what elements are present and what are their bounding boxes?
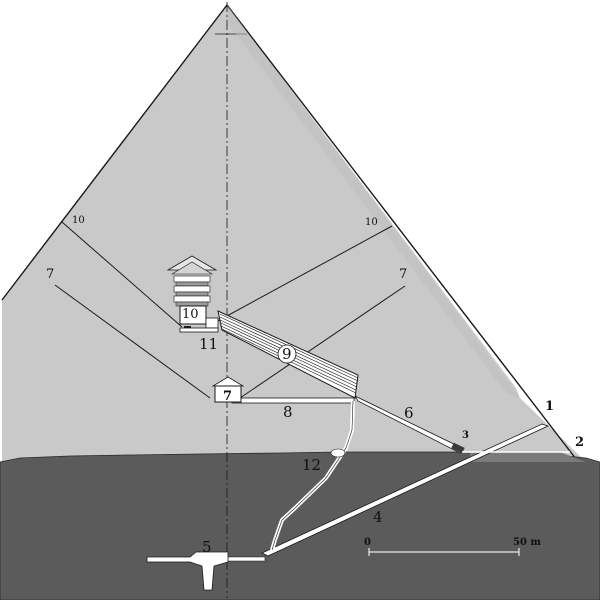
horizontal-passage — [231, 397, 355, 404]
grand-gallery-badge — [277, 344, 297, 364]
well-shaft-outline — [271, 400, 354, 551]
lower-horizontal-passage — [225, 556, 266, 562]
label-well-shaft: 12 — [302, 456, 321, 474]
label-queens-shaft-right: 7 — [399, 267, 407, 282]
relieving-chambers — [166, 255, 218, 307]
label-grand-gallery: 9 — [282, 345, 292, 363]
queens-shaft-left — [54, 284, 211, 399]
label-queens-chamber: 7 — [223, 389, 232, 404]
subterranean-chamber — [146, 551, 229, 591]
scale-bar-start: 0 — [364, 537, 371, 548]
label-ascending-passage: 6 — [404, 404, 414, 422]
label-antechamber: 11 — [199, 335, 218, 353]
bedrock-step — [470, 452, 586, 462]
label-casing-line: 1 — [545, 399, 554, 414]
grotto — [330, 448, 346, 458]
kings-shaft-left — [61, 221, 183, 328]
eroded-face — [227, 5, 520, 398]
ascending-passage — [353, 395, 463, 454]
descending-passage — [261, 423, 550, 557]
label-kings-chamber: 10 — [182, 307, 199, 322]
queens-shaft-right — [239, 285, 406, 399]
label-kings-shaft-right: 10 — [365, 217, 378, 228]
entrance-block — [451, 442, 465, 454]
label-horizontal-passage: 8 — [283, 403, 293, 421]
scale-bar-end: 50 m — [513, 537, 541, 548]
kings-chamber — [179, 305, 207, 325]
label-queens-shaft-left: 7 — [46, 267, 54, 282]
antechamber — [205, 317, 219, 329]
scale-bar: 0 50 m — [364, 537, 541, 556]
kings-shaft-right — [213, 225, 393, 324]
label-descending-passage: 4 — [373, 508, 383, 526]
bedrock — [0, 451, 600, 600]
queens-chamber — [214, 385, 242, 403]
label-kings-shaft-left: 10 — [72, 215, 85, 226]
label-core-step: 2 — [575, 435, 584, 450]
kings-chamber-floor — [179, 327, 219, 333]
label-subterranean-chamber: 5 — [202, 538, 212, 556]
label-descending-entrance: 3 — [462, 430, 469, 441]
pyramid-body — [2, 5, 586, 462]
